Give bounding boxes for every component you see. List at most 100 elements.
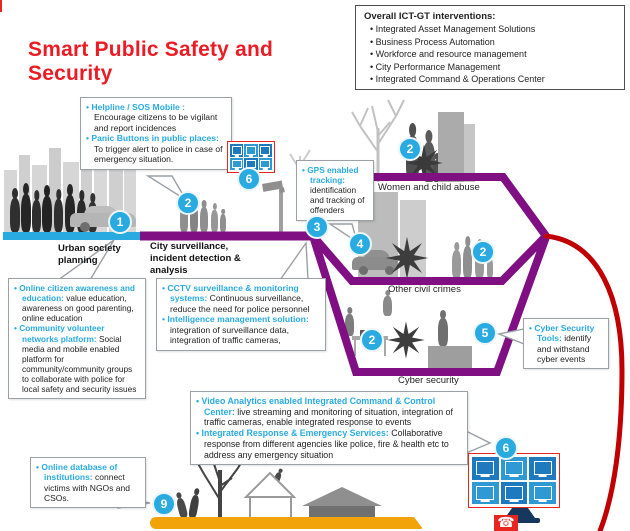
step-badge-2-civil: 2 [471,240,495,264]
app-icon-tile [472,457,499,480]
overview-item: Workforce and resource management [364,48,616,60]
overview-item: City Performance Management [364,61,616,73]
callout-label: Online citizen awareness and education: [19,283,135,304]
person-silhouette [21,194,31,232]
screen-icon [533,461,552,476]
callout-label: Online database of institutions: [41,462,118,483]
cyber-worker [345,314,354,336]
page-title: Smart Public Safety and Security [28,38,274,85]
callout-label: Intelligence management solution: [167,314,309,325]
building [400,200,426,278]
screen-icon [533,485,552,500]
cyber-worker [383,296,392,316]
step-badge-2-cyber: 2 [360,328,384,352]
pedestrian-silhouette [180,206,188,232]
pedestrian-silhouette [211,210,218,232]
screen-icon [504,485,523,500]
jumping-child [188,494,200,519]
callout-label: GPS enabled tracking: [307,165,359,186]
screen-icon [231,159,242,168]
screen-icon [476,485,495,500]
car-wheel [80,222,90,232]
building [464,124,475,182]
callout-cyber-tools: Cyber Security Tools: identify and withs… [523,318,609,370]
callout-helpline: Helpline / SOS Mobile : Encourage citize… [80,97,232,170]
pedestrian-silhouette [190,204,198,232]
person-silhouette [32,200,41,232]
jumping-child [175,497,189,519]
desk-leg [384,340,386,356]
callout-text: Social media and mobile enabled platform… [22,333,137,395]
callout-text: integration of surveillance data, integr… [170,324,289,346]
cyber-worker [438,318,448,346]
app-icon-tile [230,144,244,157]
phone-glyph: ☎ [497,515,515,531]
person-silhouette [65,195,75,232]
callout-text: Collaborative response from different ag… [204,428,449,460]
app-icon-tile [500,481,528,504]
app-icon-tile [472,481,499,504]
app-icon-tile [529,457,556,480]
skyline [81,152,92,232]
callout-text: To trigger alert to police in case of em… [94,143,223,165]
building [438,112,464,182]
callout-database: Online database of institutions: connect… [30,457,146,509]
app-icon-tile [258,157,272,170]
callout-text: connect victims with NGOs and CSOs. [44,472,130,504]
step-badge-6-command: 6 [494,436,518,460]
callout-text: Continuous surveillance, reduce the need… [170,293,310,314]
band-label-women: Women and child abuse [378,182,480,193]
app-icon-tile [244,144,258,157]
step-badge-5: 5 [473,321,497,345]
step-badge-1: 1 [108,210,132,234]
pedestrian-silhouette [220,214,226,232]
person-silhouette [10,198,20,232]
family-silhouette [452,250,461,278]
overview-item: Integrated Command & Operations Center [364,73,616,85]
app-icon-tile [529,481,556,504]
callout-label: Integrated Response & Emergency Services… [201,428,389,439]
screen-icon [231,146,242,155]
bottom-yellow-bar [150,517,423,529]
climbing-child [271,471,283,487]
step-badge-4: 4 [348,232,372,256]
callout-text: Encourage citizens to be vigilant and re… [94,112,218,133]
callout-label: CCTV surveillance & monitoring systems: [167,283,299,304]
callout-label: Video Analytics enabled Integrated Comma… [201,396,436,417]
lane-label-urban: Urban society planning [58,243,121,266]
lane-label-city: City surveillance, incident detection & … [150,241,241,276]
app-icon-tile [258,144,272,157]
callout-video-analytics: Video Analytics enabled Integrated Comma… [190,391,468,466]
overview-title: Overall ICT-GT interventions: [364,11,496,22]
callout-tail [496,328,525,346]
app-icon-tile [230,157,244,170]
corner-mark [0,0,2,12]
cctv-camera-icon [262,180,285,233]
screen-icon [476,461,495,476]
callout-text: live streaming and monitoring of situati… [204,406,453,428]
pedestrian-silhouette [200,207,208,232]
callout-label: Panic Buttons in public places: [91,133,219,144]
step-badge-2-abuse: 2 [398,137,422,161]
overview-item: Integrated Asset Management Solutions [364,23,616,35]
callout-tail [278,240,309,281]
callout-cctv: CCTV surveillance & monitoring systems: … [156,278,326,351]
callout-citizen: Online citizen awareness and education: … [8,278,146,400]
step-badge-3: 3 [305,215,329,239]
screen-icon [260,146,271,155]
screen-icon [260,159,271,168]
phone-icon: ☎ [494,515,518,531]
person-silhouette [42,196,52,232]
callout-text: value education, awareness on good paren… [22,293,134,324]
step-badge-9: 9 [152,492,176,516]
band-label-civil: Other civil crimes [388,284,461,295]
car-wheel [385,266,394,275]
step-badge-6-panic: 6 [237,167,261,191]
person-silhouette [54,199,63,232]
impact-burst-icon [387,321,425,359]
command-center-icon-box [468,453,560,508]
car-silhouette [84,206,118,217]
app-icon-tile [500,457,528,480]
screen-icon [246,146,256,155]
